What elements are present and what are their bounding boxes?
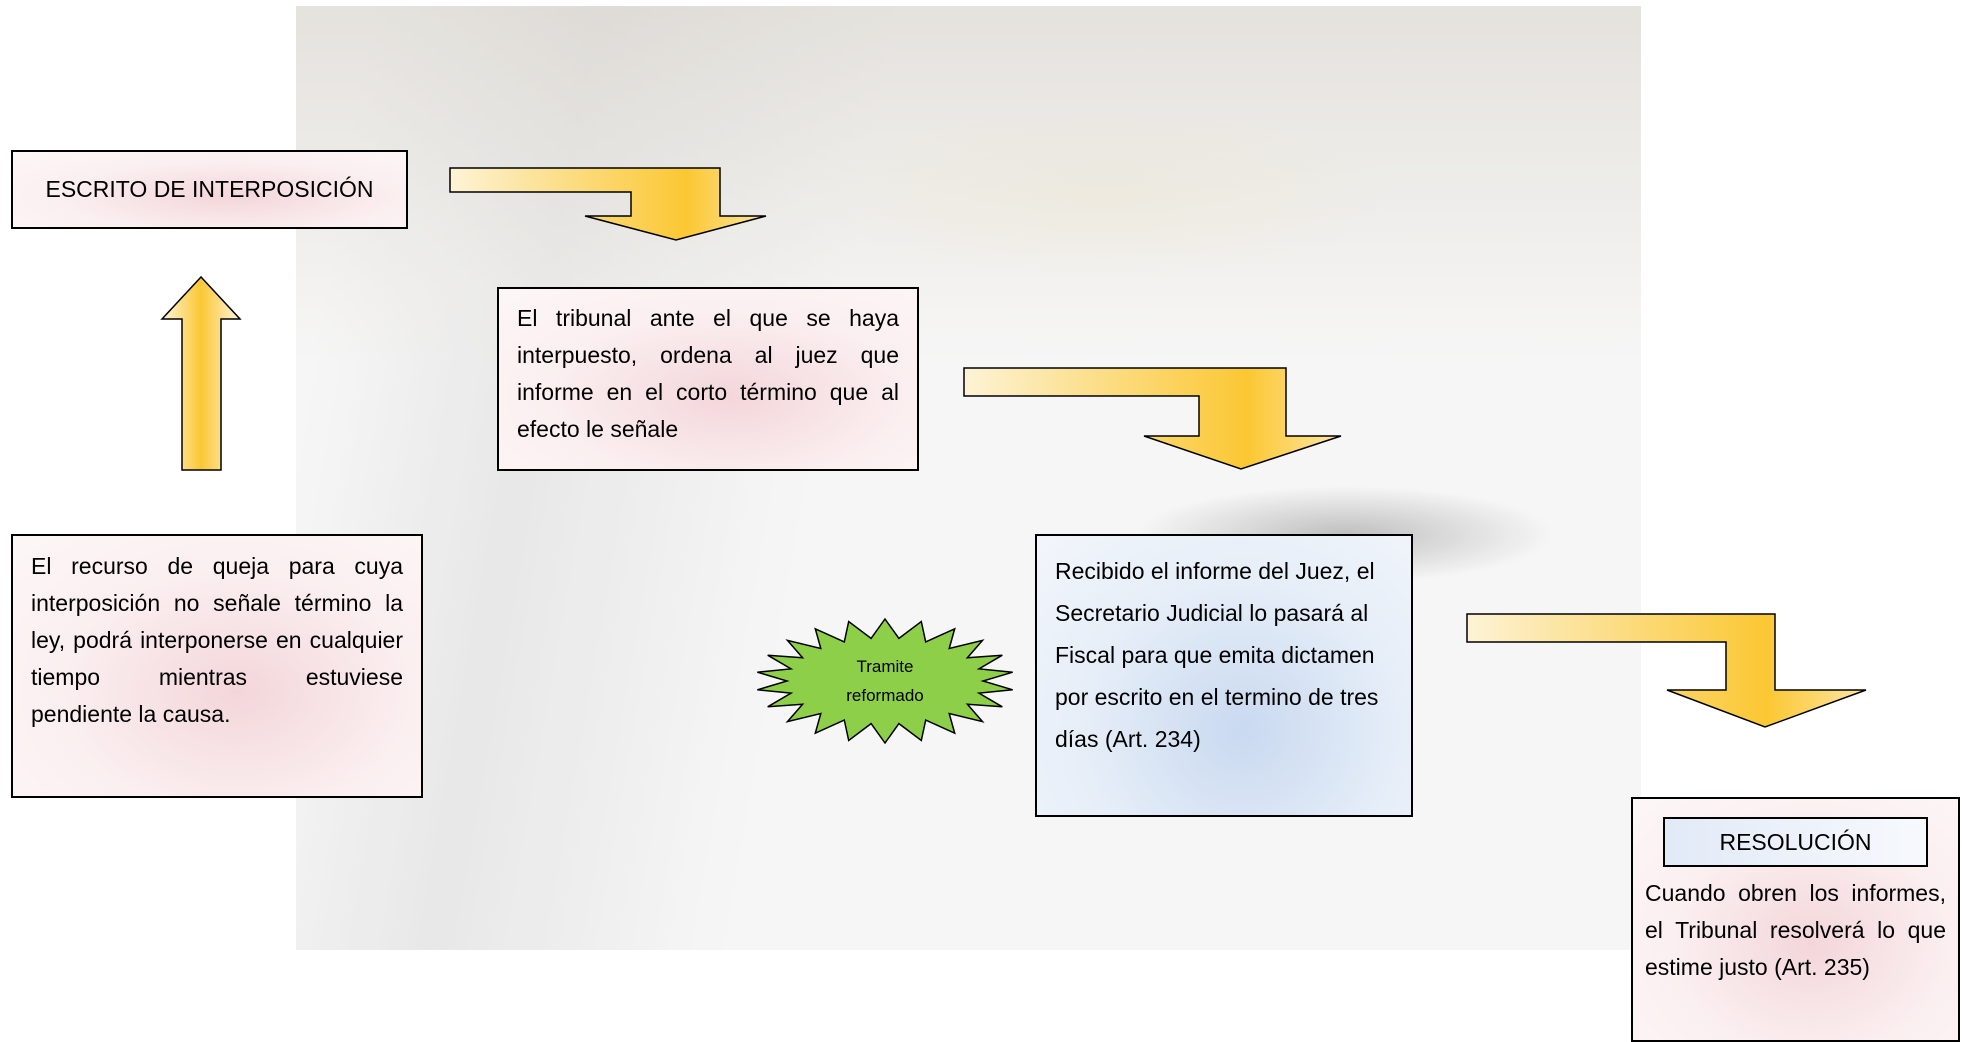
- resolucion-title: RESOLUCIÓN: [1663, 817, 1928, 867]
- resolucion-text: Cuando obren los informes, el Tribunal r…: [1645, 880, 1946, 980]
- arrow-bent-1: [449, 167, 767, 241]
- node-escrito-label: ESCRITO DE INTERPOSICIÓN: [45, 176, 374, 202]
- starburst-label: Tramite reformado: [800, 652, 970, 710]
- node-recibido-informe: Recibido el informe del Juez, el Secreta…: [1035, 534, 1413, 817]
- arrow-bent-2: [963, 367, 1342, 470]
- node-escrito-interposicion: ESCRITO DE INTERPOSICIÓN: [11, 150, 408, 229]
- node-tribunal: El tribunal ante el que se haya interpue…: [497, 287, 919, 471]
- starburst-shape: [757, 617, 1013, 745]
- starburst-line-2: reformado: [846, 686, 924, 705]
- node-queja-text: El recurso de queja para cuya interposic…: [31, 553, 403, 727]
- node-resolucion: RESOLUCIÓN Cuando obren los informes, el…: [1631, 797, 1960, 1042]
- node-recibido-text: Recibido el informe del Juez, el Secreta…: [1055, 558, 1379, 752]
- node-tribunal-text: El tribunal ante el que se haya interpue…: [517, 305, 899, 442]
- background-photo: [296, 6, 1641, 950]
- arrow-bent-3: [1466, 613, 1867, 728]
- arrow-up: [160, 275, 242, 471]
- node-recurso-queja: El recurso de queja para cuya interposic…: [11, 534, 423, 798]
- starburst-line-1: Tramite: [856, 657, 914, 676]
